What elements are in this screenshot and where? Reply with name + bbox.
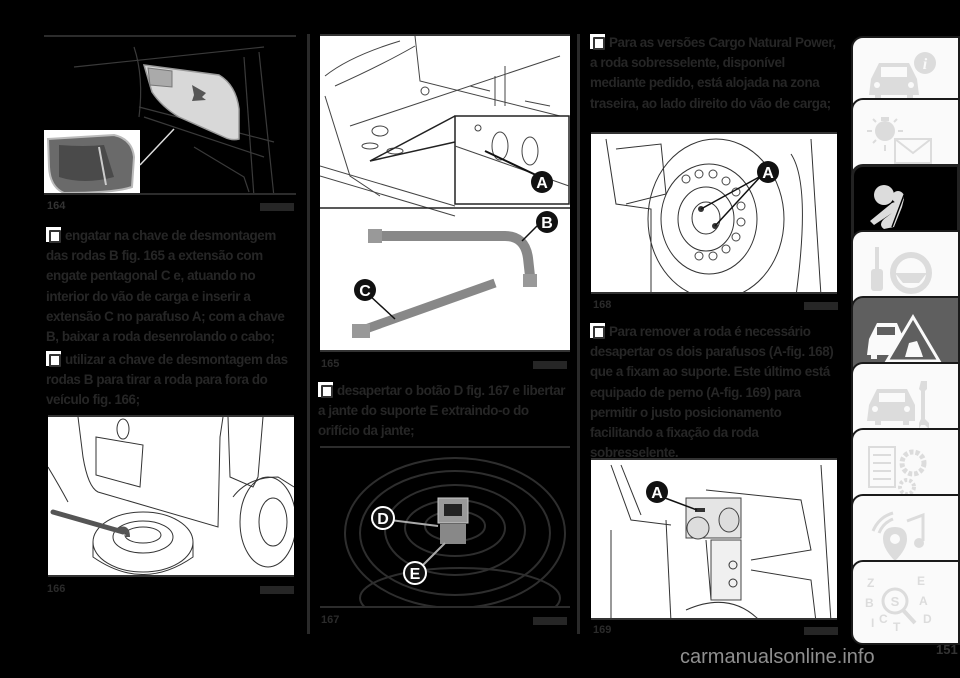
svg-text:E: E <box>917 574 925 588</box>
column-divider-left <box>307 34 310 634</box>
info-text: Para as versões Cargo Natural Power, a r… <box>590 35 836 111</box>
figure-165-code <box>533 361 567 369</box>
svg-text:A: A <box>919 594 928 608</box>
svg-text:S: S <box>891 594 900 609</box>
list-gears-icon <box>868 445 927 496</box>
figure-164-number: 164 <box>47 200 66 212</box>
bullet-icon <box>590 323 605 339</box>
svg-text:T: T <box>893 620 901 633</box>
svg-text:C: C <box>359 283 371 300</box>
van-rear-spare-wheel-illustration <box>48 417 294 575</box>
svg-text:D: D <box>923 612 932 626</box>
instruction-paragraph: Para remover a roda é necessário desaper… <box>590 322 842 463</box>
instruction-paragraph: utilizar a chave de desmontagem das roda… <box>46 350 298 411</box>
svg-text:A: A <box>651 485 663 502</box>
figure-166-number: 166 <box>47 583 66 595</box>
spare-wheel-bolts-illustration: A <box>605 138 822 292</box>
car-info-icon: i <box>869 51 936 99</box>
svg-text:B: B <box>541 215 553 232</box>
figure-169: A <box>591 458 837 620</box>
cargo-floor-and-wrench-illustration: A B C <box>320 36 570 338</box>
figure-165-number: 165 <box>321 358 340 370</box>
figure-168: A <box>591 132 837 294</box>
figure-169-code <box>804 627 838 635</box>
car-wrench-icon <box>867 380 929 429</box>
figure-169-number: 169 <box>593 624 612 636</box>
bullet-icon <box>318 382 333 398</box>
airbag-seatbelt-icon <box>870 184 905 229</box>
figure-168-number: 168 <box>593 299 612 311</box>
instruction-text: utilizar a chave de desmontagem das roda… <box>46 352 288 408</box>
figure-165: A B C <box>320 34 570 352</box>
figure-167: D E <box>320 446 570 608</box>
svg-text:i: i <box>923 56 928 73</box>
figure-166 <box>48 415 294 577</box>
figure-167-number: 167 <box>321 614 340 626</box>
figure-166-code <box>260 586 294 594</box>
svg-text:B: B <box>865 596 874 610</box>
watermark: carmanualsonline.info <box>680 646 875 668</box>
bullet-icon <box>590 34 605 50</box>
svg-text:E: E <box>410 566 421 583</box>
tab-index[interactable]: Z E B A I C T D S <box>851 560 960 645</box>
svg-text:D: D <box>377 511 389 528</box>
glovebox-illustration <box>44 46 275 193</box>
svg-text:Z: Z <box>867 576 874 590</box>
alphabet-search-icon: Z E B A I C T D S <box>865 574 932 633</box>
svg-text:A: A <box>536 175 548 192</box>
column-divider-right <box>577 34 580 634</box>
key-steering-wheel-icon <box>871 246 932 294</box>
instruction-text: Para remover a roda é necessário desaper… <box>590 324 834 461</box>
figure-168-code <box>804 302 838 310</box>
music-location-icon <box>871 511 925 561</box>
instruction-text: desapertar o botão D fig. 167 e libertar… <box>318 383 566 439</box>
figure-164 <box>44 35 296 195</box>
bullet-icon <box>46 351 61 367</box>
spare-wheel-support-illustration: D E <box>344 457 566 606</box>
instruction-text: engatar na chave de desmontagem das roda… <box>46 228 285 345</box>
instruction-paragraph: desapertar o botão D fig. 167 e libertar… <box>318 381 572 442</box>
info-paragraph: Para as versões Cargo Natural Power, a r… <box>590 33 840 114</box>
svg-text:A: A <box>762 165 774 182</box>
car-hazard-triangle-icon <box>867 313 942 362</box>
spare-wheel-pin-illustration: A <box>610 464 832 618</box>
figure-167-code <box>533 617 567 625</box>
svg-text:I: I <box>871 616 874 630</box>
svg-text:C: C <box>879 612 888 626</box>
figure-164-code <box>260 203 294 211</box>
page-number: 151 <box>936 642 958 657</box>
bullet-icon <box>46 227 61 243</box>
instruction-paragraph: engatar na chave de desmontagem das roda… <box>46 226 298 347</box>
warning-light-message-icon <box>867 116 932 164</box>
